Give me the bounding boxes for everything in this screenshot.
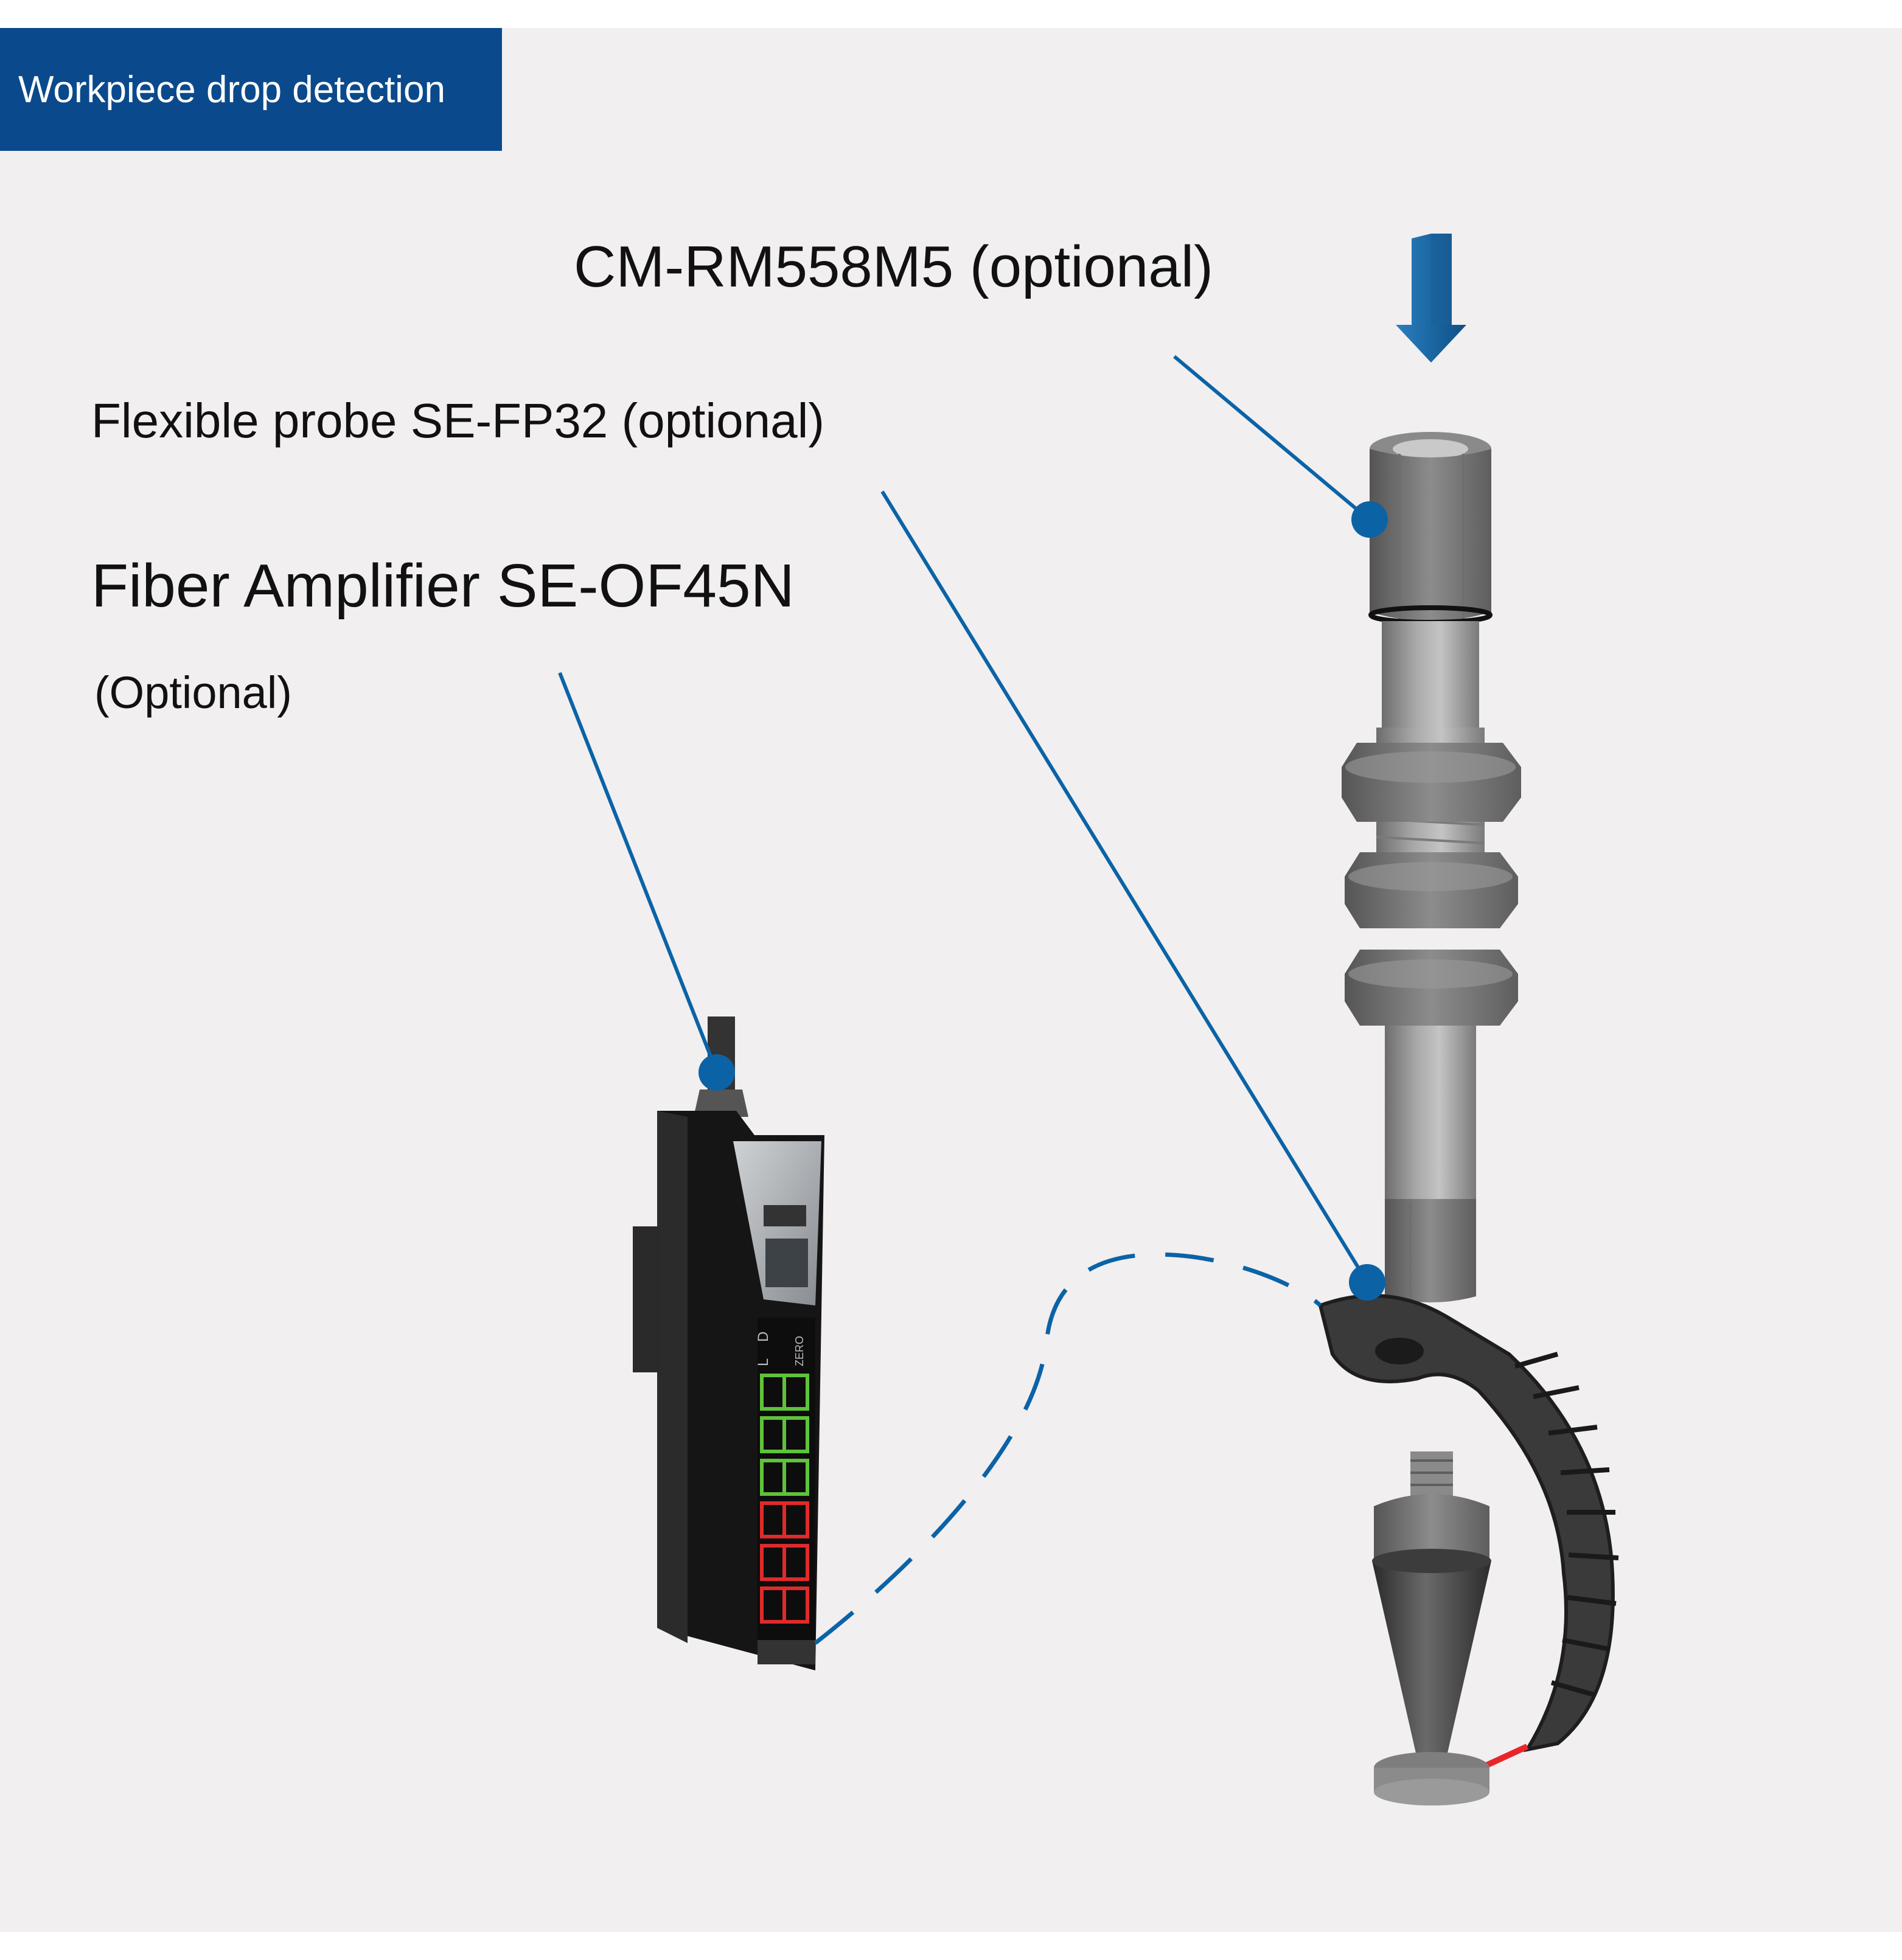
callout-dot-cm: [1351, 501, 1388, 538]
suction-cup-nozzle: [1372, 1451, 1491, 1805]
callout-dot-amplifier: [698, 1054, 735, 1091]
label-fiber-amplifier: Fiber Amplifier SE-OF45N: [91, 551, 795, 621]
label-flexible-probe: Flexible probe SE-FP32 (optional): [91, 393, 824, 449]
label-cm-rm558m5: CM-RM558M5 (optional): [574, 234, 1213, 301]
product-illustration: L D ZERO: [0, 28, 1902, 1932]
fiber-amplifier-se-of45n: L D ZERO: [633, 1016, 824, 1670]
indicator-l: L: [755, 1358, 772, 1366]
indicator-d: D: [755, 1332, 772, 1342]
zero-button-label: ZERO: [793, 1336, 806, 1366]
diagram-canvas: Workpiece drop detection: [0, 28, 1902, 1932]
label-amplifier-optional: (Optional): [94, 667, 292, 718]
vacuum-pad-cm-rm558m5: [1342, 432, 1521, 1302]
callout-dot-probe: [1349, 1264, 1385, 1301]
down-arrow-icon: [1396, 234, 1466, 363]
fiber-cable-dashed: [815, 1254, 1320, 1643]
